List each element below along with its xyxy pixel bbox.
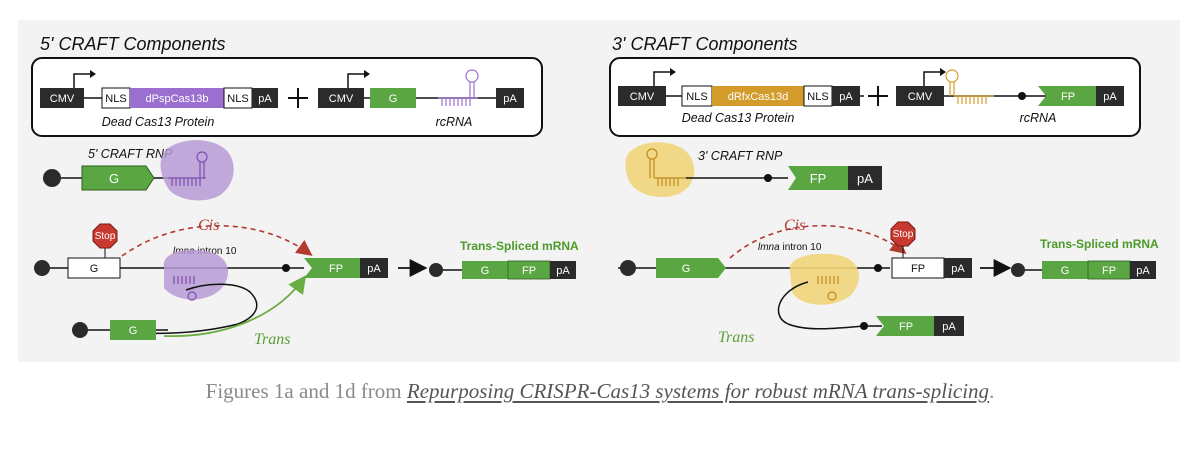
rcrna-loop — [113, 283, 258, 335]
cmv-box — [40, 88, 84, 108]
svg-text:FP: FP — [911, 263, 925, 275]
svg-text:pA: pA — [556, 265, 570, 277]
svg-text:pA: pA — [367, 263, 381, 275]
branch-point-icon — [1018, 92, 1026, 100]
svg-text:G: G — [129, 325, 138, 337]
svg-text:G: G — [90, 263, 99, 275]
svg-text:pA: pA — [942, 321, 956, 333]
stop-sign-icon — [890, 221, 916, 247]
right-title: 3' CRAFT Components — [612, 34, 798, 54]
svg-text:CMV: CMV — [50, 93, 75, 105]
svg-text:pA: pA — [857, 171, 873, 186]
left-rnp: 5' CRAFT RNP G — [43, 140, 234, 201]
promoter-arrow-icon — [347, 73, 366, 88]
svg-text:Trans-Spliced mRNA: Trans-Spliced mRNA — [460, 239, 579, 253]
svg-text:rcRNA: rcRNA — [1020, 111, 1057, 125]
cap-icon — [43, 169, 61, 187]
cap-icon — [72, 322, 88, 338]
dpspcas13b-box — [130, 88, 224, 108]
svg-text:3' CRAFT RNP: 3' CRAFT RNP — [698, 149, 783, 163]
svg-text:pA: pA — [258, 93, 272, 105]
pa-box — [252, 88, 278, 108]
svg-text:pA: pA — [1136, 265, 1150, 277]
rcrna-hairpin-icon — [945, 69, 994, 104]
svg-text:Stop: Stop — [893, 229, 914, 240]
svg-text:Dead Cas13 Protein: Dead Cas13 Protein — [102, 115, 215, 129]
svg-text:G: G — [1061, 265, 1070, 277]
svg-text:G: G — [481, 265, 490, 277]
svg-text:G: G — [682, 263, 691, 275]
svg-text:Cis: Cis — [784, 217, 805, 234]
right-rcrna-construct: CMV FP pA rcRNA — [896, 68, 1124, 125]
svg-text:FP: FP — [899, 321, 913, 333]
svg-text:pA: pA — [1103, 91, 1117, 103]
svg-text:CMV: CMV — [329, 93, 354, 105]
promoter-arrow-icon — [923, 71, 942, 86]
stop-sign-icon — [92, 223, 118, 249]
svg-text:FP: FP — [810, 171, 827, 186]
cap-icon — [1011, 263, 1025, 277]
svg-text:rcRNA: rcRNA — [436, 115, 473, 129]
cis-arrow — [121, 225, 313, 257]
left-rcrna-construct: CMV G pA rcRNA — [318, 69, 524, 129]
svg-text:NLS: NLS — [105, 93, 126, 105]
left-panel: 5' CRAFT Components CMV NLS dPspCas13b N… — [31, 34, 579, 348]
left-splicing-scheme: Stop G lmna intron 10 FP pA Cis — [34, 217, 579, 348]
svg-text:Cis: Cis — [198, 217, 219, 234]
left-components-box — [31, 57, 543, 137]
svg-text:pA: pA — [951, 263, 965, 275]
cis-arrow — [729, 224, 907, 259]
svg-text:dPspCas13b: dPspCas13b — [146, 93, 209, 105]
svg-text:NLS: NLS — [807, 91, 828, 103]
svg-text:FP: FP — [522, 265, 536, 277]
svg-text:G: G — [109, 171, 119, 186]
left-title: 5' CRAFT Components — [40, 34, 226, 54]
svg-text:Dead Cas13 Protein: Dead Cas13 Protein — [682, 111, 795, 125]
svg-text:Trans: Trans — [718, 329, 754, 346]
figure-caption: Figures 1a and 1d from Repurposing CRISP… — [0, 374, 1200, 408]
svg-text:G: G — [389, 93, 398, 105]
svg-text:Stop: Stop — [95, 231, 116, 242]
svg-text:FP: FP — [1061, 91, 1075, 103]
right-protein-construct: CMV NLS dRfxCas13d NLS pA Dead Cas13 Pro… — [618, 68, 864, 125]
branch-point-icon — [874, 264, 882, 272]
promoter-arrow-icon — [653, 71, 672, 86]
svg-text:CMV: CMV — [908, 91, 933, 103]
cas13d-protein-blob — [789, 253, 860, 305]
cas13d-protein-blob — [625, 142, 695, 198]
svg-text:FP: FP — [1102, 265, 1116, 277]
svg-text:5' CRAFT RNP: 5' CRAFT RNP — [88, 147, 173, 161]
svg-text:FP: FP — [329, 263, 343, 275]
craft-figure: 5' CRAFT Components CMV NLS dPspCas13b N… — [18, 20, 1180, 362]
right-rnp: 3' CRAFT RNP FP pA — [625, 142, 882, 198]
intron-label: lmna intron 10 — [758, 242, 822, 253]
paper-link[interactable]: Repurposing CRISPR-Cas13 systems for rob… — [406, 379, 990, 403]
svg-text:NLS: NLS — [227, 93, 248, 105]
cas13b-protein-blob — [163, 249, 229, 300]
left-protein-construct: CMV NLS dPspCas13b NLS pA Dead Cas13 Pro… — [40, 70, 278, 129]
g-box — [370, 88, 416, 108]
cap-icon — [34, 260, 50, 276]
cap-icon — [620, 260, 636, 276]
branch-point-icon — [282, 264, 290, 272]
svg-text:CMV: CMV — [630, 91, 655, 103]
right-splicing-scheme: G lmna intron 10 Cis Stop FP pA — [618, 217, 1159, 346]
rcrna-loop — [777, 281, 865, 330]
trans-arrow — [163, 275, 307, 338]
svg-text:dRfxCas13d: dRfxCas13d — [728, 91, 789, 103]
caption-prefix: Figures 1a and 1d from — [205, 379, 407, 403]
cap-icon — [429, 263, 443, 277]
svg-text:NLS: NLS — [686, 91, 707, 103]
svg-text:pA: pA — [503, 93, 517, 105]
promoter-arrow-icon — [73, 73, 92, 88]
drfxcas13d-box — [712, 86, 804, 106]
svg-text:Trans: Trans — [254, 331, 290, 348]
svg-text:Trans-Spliced mRNA: Trans-Spliced mRNA — [1040, 237, 1159, 251]
right-panel: 3' CRAFT Components CMV NLS dRfxCas13d N… — [609, 34, 1159, 346]
rcrna-hairpin-icon — [438, 69, 479, 106]
cas13b-protein-blob — [160, 140, 234, 201]
caption-suffix: . — [989, 379, 995, 403]
svg-text:pA: pA — [839, 91, 853, 103]
